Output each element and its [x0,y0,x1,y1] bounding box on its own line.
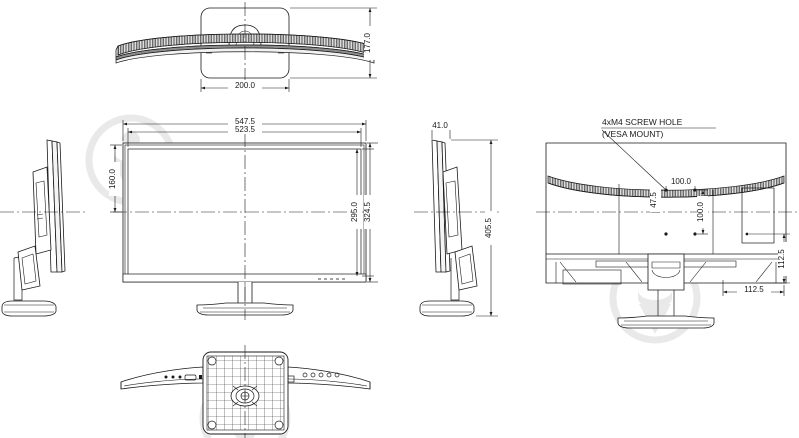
dim-label-depth: 177.0 [363,32,372,53]
bottom-view-foot-pad [207,356,217,366]
left-view-port [36,213,44,216]
rear-view-stand-neck [647,253,685,291]
bottom-view-left-wing [120,366,204,390]
bottom-view-osd-button [310,372,316,378]
dim-label-panel-height: 324.5 [363,201,372,222]
left-view-base [1,300,57,317]
left-view-neck [13,256,20,259]
rear-view-chamfer [689,261,707,283]
vesa-note-line-2: (VESA MOUNT) [602,129,664,139]
right-side-view [414,139,500,317]
bottom-view-osd-button [302,372,308,378]
bottom-view-osd-button [326,372,332,378]
right-side-view-dimensions: 41.0 405.5 [425,120,498,317]
dim-label-thickness: 41.0 [432,121,448,130]
bottom-view-connector [184,374,197,381]
top-view [115,2,375,84]
vesa-annotation: 4xM4 SCREW HOLE (VESA MOUNT) [601,117,716,191]
right-view-stand-inner [458,253,474,285]
bottom-view-foot-pad [274,420,284,430]
bottom-view-foot-pad [207,420,217,430]
dim-label-offset-v: 112.5 [777,249,786,269]
right-view-base [419,300,475,317]
rear-view-chamfer [755,261,773,283]
bottom-view-port [171,375,175,379]
left-side-view [0,139,88,317]
rear-view-neck-detail [651,261,681,269]
dim-label-center-to-hole: 47.5 [649,192,658,208]
vesa-hole [693,232,697,236]
rear-view-chamfer [559,261,577,283]
bottom-view-osd-button [318,372,324,378]
dim-label-base-width: 200.0 [235,81,256,90]
bottom-view-grid-frame [206,355,285,431]
rear-view-small-hole [745,232,749,236]
left-view-stand-inner [21,253,37,285]
vesa-note-line-1: 4xM4 SCREW HOLE [602,117,683,127]
rear-view-column [657,290,675,318]
rear-view [536,142,798,329]
bottom-view-osd-button [334,372,340,378]
front-view-dimensions: 547.5 523.5 160.0 295.0 324.5 [108,116,378,283]
top-view-dimensions: 200.0 177.0 [200,7,377,92]
bottom-view-right-wing [287,366,371,390]
rear-view-vent-edge [547,182,785,198]
front-view [113,133,376,320]
rear-view-chamfer [625,261,643,283]
dim-label-screen-width: 523.5 [235,125,256,134]
left-view-rear-housing [32,166,52,255]
rear-view-base [617,315,715,329]
left-view-panel-back [56,141,66,273]
leader-line [601,129,667,191]
front-view-chin [122,273,367,283]
dim-label-screen-height: 295.0 [350,201,359,222]
right-view-stand-arm [454,245,478,291]
vesa-hole [664,232,668,236]
rear-view-label-area [562,269,622,285]
bottom-view-hub-spoke [232,385,258,407]
dim-label-vesa-h: 100.0 [671,177,692,186]
left-view-port [36,217,44,220]
bottom-view-port [178,375,182,379]
left-view-column [13,258,23,301]
dim-label-overall-width: 547.5 [235,117,256,126]
bottom-view-port [164,375,168,379]
bottom-view-port [199,375,202,379]
dim-label-top-to-center: 160.0 [108,168,117,189]
bottom-view-left-line [123,378,204,387]
bottom-view-right-line [287,378,368,387]
rear-view-dimensions: 100.0 100.0 47.5 112.5 112.5 [649,176,790,296]
rear-view-io-panel [741,187,775,244]
bottom-view [120,345,371,438]
dim-label-overall-height: 405.5 [484,217,493,238]
right-view-column [450,258,460,301]
vesa-hole [693,188,697,192]
dim-label-vesa-v: 100.0 [696,201,705,222]
bottom-view-foot-pad [274,356,284,366]
dim-label-offset-h: 112.5 [744,285,764,294]
top-view-front-edge [115,47,375,64]
rear-view-neck-curve [651,269,681,278]
left-view-stand-arm [17,245,41,291]
right-view-rear-panel [445,180,459,238]
front-view-screen [127,148,362,277]
